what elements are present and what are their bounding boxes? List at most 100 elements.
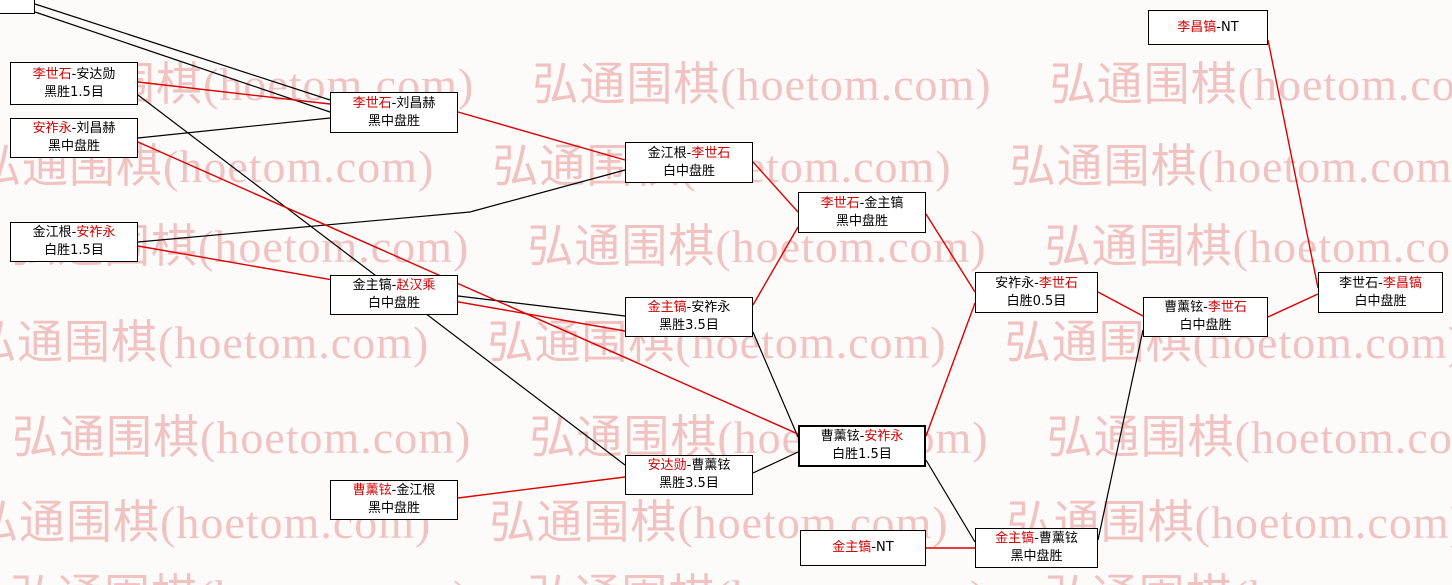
player-name-2: 李世石 <box>691 145 731 161</box>
player-name-1: 安祚永 <box>995 275 1035 291</box>
match-players: 金主镐-曹薰铉 <box>995 530 1078 548</box>
match-box-azy-lch[interactable]: 安祚永-刘昌赫黑中盘胜 <box>10 118 138 158</box>
match-box-lss-adx[interactable]: 李世石-安达勋黑胜1.5目 <box>10 62 138 105</box>
player-name-1: 金江根 <box>32 225 72 240</box>
match-result: 黑胜3.5目 <box>659 318 719 333</box>
player-name-1: 李昌镐 <box>1177 19 1217 35</box>
match-players: 李世石-刘昌赫 <box>353 95 436 113</box>
player-name-2: 金江根 <box>396 483 436 498</box>
match-result: 黑中盘胜 <box>367 113 420 129</box>
player-name-2: 刘昌赫 <box>76 121 116 136</box>
player-separator: - <box>391 95 397 111</box>
player-name-2: 安祚永 <box>691 300 731 315</box>
match-result: 白中盘胜 <box>1354 293 1407 309</box>
player-name-1: 李世石 <box>820 195 860 211</box>
player-name-1: 曹薰铉 <box>352 483 392 498</box>
match-players: 安达勋-曹薰铉 <box>648 457 731 475</box>
player-name-2: 安达勋 <box>76 66 116 82</box>
player-name-2: 李世石 <box>1038 275 1078 291</box>
match-box-azy-lss[interactable]: 安祚永-李世石白胜0.5目 <box>975 272 1098 313</box>
match-players: 曹薰铉-李世石 <box>1164 299 1247 317</box>
player-separator: - <box>1034 275 1039 291</box>
match-players: 李世石-金主镐 <box>821 195 904 213</box>
match-players: 曹薰铉-金江根 <box>353 482 436 500</box>
player-separator: - <box>1034 531 1039 546</box>
match-result: 白中盘胜 <box>367 296 420 311</box>
match-box-jzh-cxx[interactable]: 金主镐-曹薰铉黑中盘胜 <box>975 528 1098 568</box>
match-players: 安祚永-刘昌赫 <box>33 120 116 138</box>
match-result: 白中盘胜 <box>1179 318 1232 333</box>
player-separator: - <box>686 300 692 315</box>
match-box-cxx-jjg[interactable]: 曹薰铉-金江根黑中盘胜 <box>330 480 458 520</box>
match-box-jzh-nt[interactable]: 金主镐-NT <box>800 530 926 566</box>
match-players: 金江根-安祚永 <box>33 224 116 242</box>
match-players: 李世石-李昌镐 <box>1339 275 1422 293</box>
player-separator: - <box>686 458 692 473</box>
player-name-2: 金主镐 <box>864 195 904 211</box>
match-box-lss-lchh[interactable]: 李世石-李昌镐白中盘胜 <box>1318 272 1443 313</box>
player-separator: - <box>391 278 397 293</box>
player-name-2: 安祚永 <box>864 429 904 444</box>
player-name-1: 金主镐 <box>832 540 872 555</box>
match-players: 金主镐-安祚永 <box>648 299 731 317</box>
player-name-1: 李世石 <box>1339 275 1379 291</box>
player-separator: - <box>71 121 77 136</box>
match-result: 白中盘胜 <box>662 163 715 179</box>
player-name-1: 金主镐 <box>995 531 1035 546</box>
player-separator: - <box>1378 275 1383 291</box>
match-result: 黑中盘胜 <box>47 139 100 154</box>
match-players: 李世石-安达勋 <box>33 66 116 84</box>
player-separator: - <box>71 225 77 240</box>
player-name-2: 曹薰铉 <box>691 458 731 473</box>
match-players: 安祚永-李世石 <box>995 275 1078 293</box>
player-name-1: 李世石 <box>352 95 392 111</box>
match-box-clipped[interactable] <box>0 0 35 14</box>
match-box-jjg-lss[interactable]: 金江根-李世石白中盘胜 <box>625 142 753 183</box>
player-separator: - <box>1216 19 1222 35</box>
player-name-1: 安达勋 <box>647 458 687 473</box>
match-box-jjg-azy[interactable]: 金江根-安祚永白胜1.5目 <box>10 222 138 262</box>
player-name-1: 曹薰铉 <box>1164 300 1204 315</box>
match-box-lss-jzh[interactable]: 李世石-金主镐黑中盘胜 <box>798 192 926 233</box>
player-name-1: 金主镐 <box>352 278 392 293</box>
player-name-2: 曹薰铉 <box>1038 531 1078 546</box>
player-separator: - <box>859 195 865 211</box>
match-result: 白胜0.5目 <box>1006 293 1067 309</box>
match-box-jzh-azy[interactable]: 金主镐-安祚永黑胜3.5目 <box>625 297 753 337</box>
match-players: 金江根-李世石 <box>648 145 731 163</box>
player-name-2: 安祚永 <box>76 225 116 240</box>
match-result: 黑中盘胜 <box>1010 549 1063 564</box>
player-separator: - <box>686 145 692 161</box>
match-players: 李昌镐-NT <box>1177 19 1238 37</box>
match-result: 白胜1.5目 <box>832 447 892 462</box>
match-players: 金主镐-NT <box>832 539 893 557</box>
player-name-1: 金江根 <box>647 145 687 161</box>
match-players: 曹薰铉-安祚永 <box>821 428 904 446</box>
player-separator: - <box>859 429 865 444</box>
match-box-lch-nt[interactable]: 李昌镐-NT <box>1148 10 1268 45</box>
player-name-1: 李世石 <box>32 66 72 82</box>
player-separator: - <box>1203 300 1208 315</box>
match-box-adx-cxx[interactable]: 安达勋-曹薰铉黑胜3.5目 <box>625 455 753 495</box>
player-name-1: 金主镐 <box>647 300 687 315</box>
match-result: 黑胜1.5目 <box>44 84 104 100</box>
player-name-1: 安祚永 <box>32 121 72 136</box>
player-name-1: 曹薰铉 <box>820 429 860 444</box>
match-result: 黑胜3.5目 <box>659 476 719 491</box>
player-name-2: NT <box>1221 19 1239 35</box>
player-name-2: NT <box>876 540 894 555</box>
player-name-2: 李昌镐 <box>1382 275 1422 291</box>
player-name-2: 刘昌赫 <box>396 95 436 111</box>
match-result: 黑中盘胜 <box>367 501 420 516</box>
match-box-jzh-zhc[interactable]: 金主镐-赵汉乘白中盘胜 <box>330 275 458 315</box>
match-box-lss-lch[interactable]: 李世石-刘昌赫黑中盘胜 <box>330 92 458 133</box>
player-name-2: 李世石 <box>1207 300 1247 315</box>
match-box-cxx-lss[interactable]: 曹薰铉-李世石白中盘胜 <box>1143 297 1268 337</box>
player-separator: - <box>71 66 77 82</box>
player-separator: - <box>391 483 397 498</box>
match-box-cxx-azy[interactable]: 曹薰铉-安祚永白胜1.5目 <box>798 425 926 467</box>
player-name-2: 赵汉乘 <box>396 278 436 293</box>
player-separator: - <box>871 540 877 555</box>
